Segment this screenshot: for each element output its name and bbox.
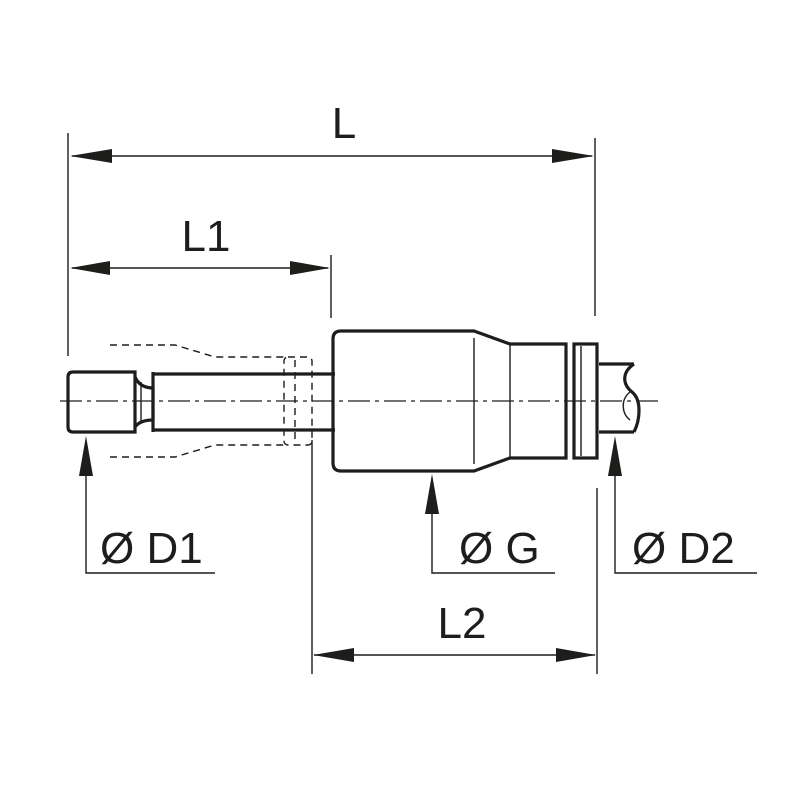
label-l: L: [332, 99, 356, 148]
collet-ring: [572, 342, 599, 460]
label-d1: Ø D1: [100, 524, 203, 573]
leader-g: Ø G: [425, 474, 555, 574]
dimension-l1: L1: [70, 212, 330, 275]
dimension-l: L: [70, 99, 594, 163]
tube-end: [599, 362, 641, 434]
fitting-body: [331, 329, 568, 473]
label-g: Ø G: [459, 524, 540, 573]
label-l1: L1: [182, 212, 231, 261]
leader-d1: Ø D1: [79, 436, 215, 574]
extension-lines: [67, 133, 598, 674]
leader-d2: Ø D2: [608, 436, 757, 574]
dimension-l2: L2: [313, 599, 596, 662]
label-d2: Ø D2: [632, 524, 735, 573]
label-l2: L2: [438, 599, 487, 648]
insert-stem: [66, 370, 335, 434]
